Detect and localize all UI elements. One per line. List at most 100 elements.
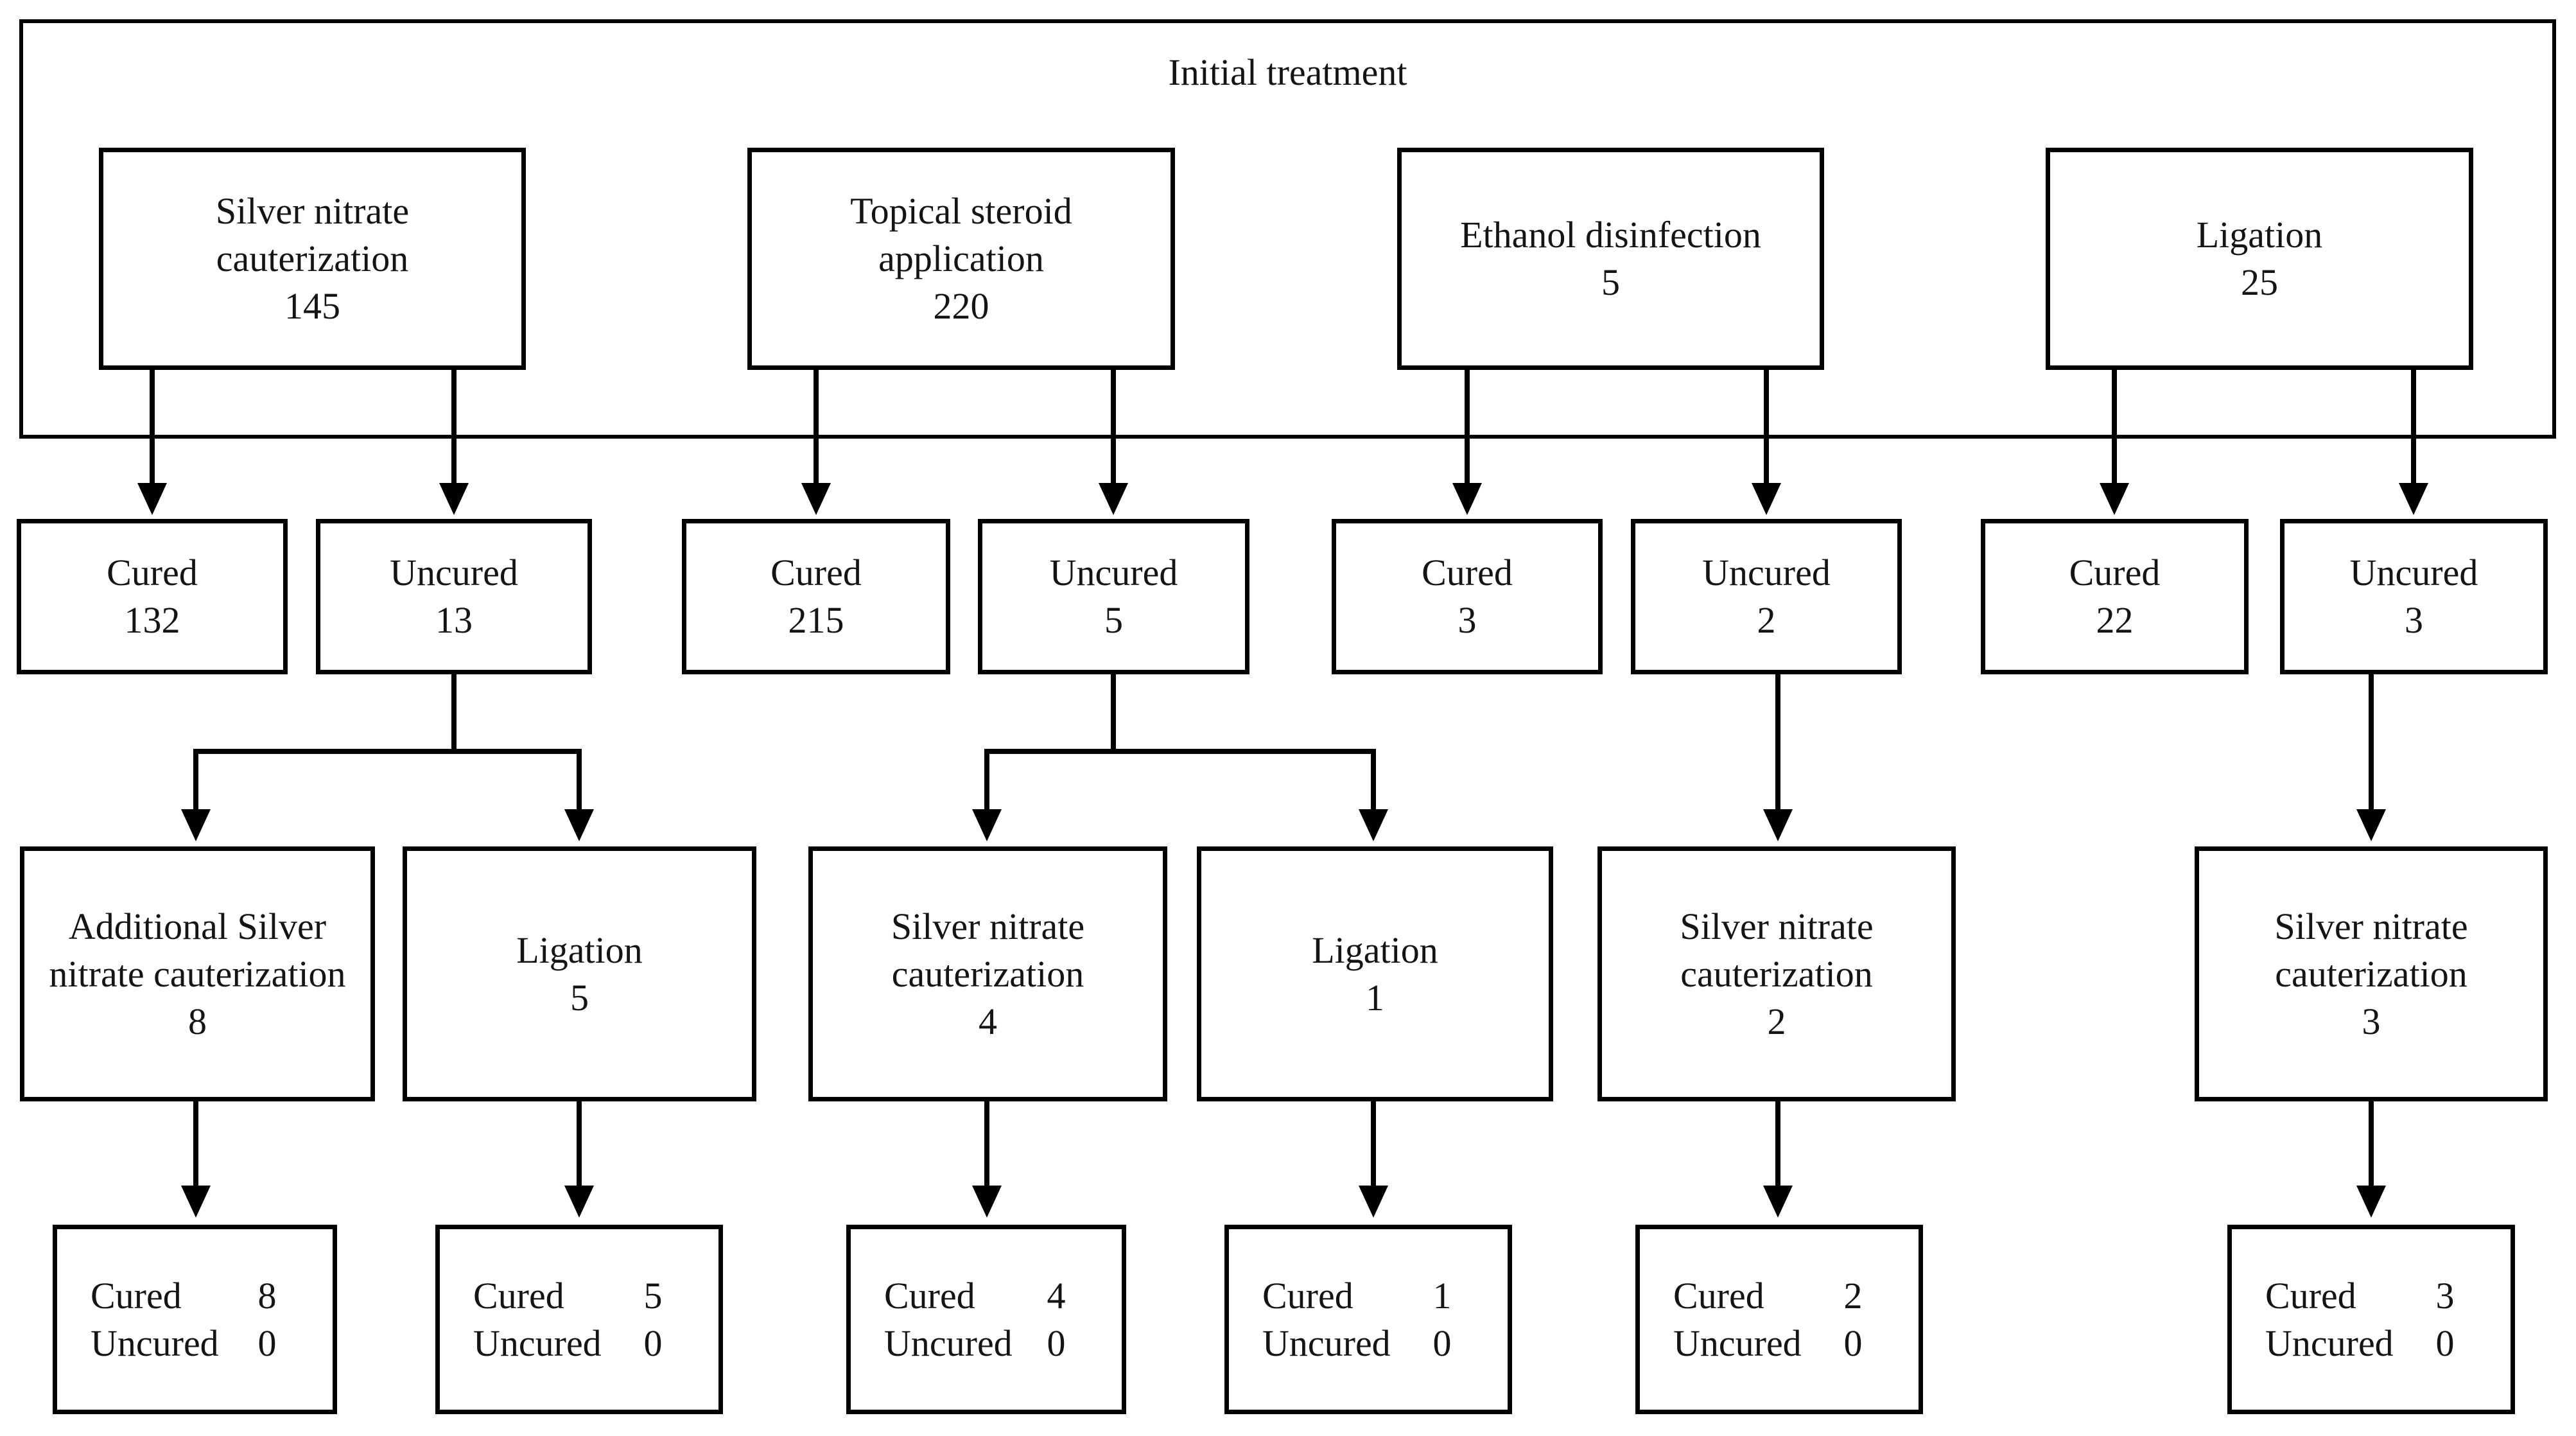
treatment-count: 145 xyxy=(284,285,340,327)
outcome-label: Uncured xyxy=(1702,552,1831,593)
treatment-box-silver-nitrate: Silver nitrate cauterization 145 xyxy=(99,148,526,370)
arrow-down-icon xyxy=(1359,809,1388,841)
arrow-down-icon xyxy=(1359,1186,1388,1218)
final-outcome-box: Cured 1 Uncured 0 xyxy=(1224,1225,1512,1414)
uncured-row: Uncured 0 xyxy=(473,1320,679,1367)
page-title: Initial treatment xyxy=(1168,51,1407,93)
outcome-box-cured: Cured 215 xyxy=(682,519,950,674)
cured-count: 1 xyxy=(1432,1274,1452,1317)
outcome-count: 3 xyxy=(2405,599,2423,641)
arrow-down-icon xyxy=(1752,483,1781,515)
connector-line xyxy=(814,370,819,486)
treatment-count: 25 xyxy=(2241,261,2278,303)
uncured-count: 0 xyxy=(1843,1322,1863,1364)
treatment-label: Silver nitrate cauterization xyxy=(2274,905,2468,995)
treatment-box-topical-steroid: Topical steroid application 220 xyxy=(747,148,1175,370)
outcome-box-uncured: Uncured 3 xyxy=(2280,519,2548,674)
final-outcome-box: Cured 5 Uncured 0 xyxy=(435,1225,723,1414)
final-outcome-box: Cured 4 Uncured 0 xyxy=(846,1225,1126,1414)
connector-line xyxy=(193,1101,198,1188)
arrow-down-icon xyxy=(181,809,211,841)
outcome-box-cured: Cured 22 xyxy=(1981,519,2249,674)
uncured-label: Uncured xyxy=(473,1322,602,1364)
treatment-label: Silver nitrate cauterization xyxy=(1680,905,1874,995)
treatment-box-additional-silver-nitrate: Additional Silver nitrate cauterization … xyxy=(20,846,375,1101)
uncured-count: 0 xyxy=(257,1322,277,1364)
connector-line xyxy=(150,370,155,486)
treatment-count: 8 xyxy=(188,1000,207,1042)
connector-line xyxy=(984,749,989,812)
uncured-row: Uncured 0 xyxy=(1673,1320,1879,1367)
arrow-down-icon xyxy=(1763,1186,1793,1218)
cured-count: 3 xyxy=(2435,1274,2455,1317)
treatment-box-silver-nitrate: Silver nitrate cauterization 2 xyxy=(1597,846,1956,1101)
uncured-row: Uncured 0 xyxy=(91,1320,293,1367)
cured-row: Cured 5 xyxy=(473,1272,679,1320)
connector-line xyxy=(193,749,198,812)
outcome-box-uncured: Uncured 2 xyxy=(1631,519,1902,674)
outcome-count: 3 xyxy=(1458,599,1477,641)
connector-line xyxy=(984,749,1376,754)
uncured-count: 0 xyxy=(643,1322,663,1364)
arrow-down-icon xyxy=(1099,483,1128,515)
treatment-count: 5 xyxy=(1601,261,1620,303)
arrow-down-icon xyxy=(564,1186,594,1218)
uncured-label: Uncured xyxy=(1262,1322,1391,1364)
arrow-down-icon xyxy=(972,809,1002,841)
outcome-label: Cured xyxy=(770,552,862,593)
treatment-count: 5 xyxy=(570,976,589,1019)
cured-label: Cured xyxy=(473,1274,564,1317)
uncured-count: 0 xyxy=(1432,1322,1452,1364)
connector-line xyxy=(1775,1101,1780,1188)
outcome-box-uncured: Uncured 5 xyxy=(978,519,1249,674)
final-outcome-box: Cured 8 Uncured 0 xyxy=(53,1225,337,1414)
outcome-count: 13 xyxy=(435,599,473,641)
treatment-count: 3 xyxy=(2362,1000,2381,1042)
arrow-down-icon xyxy=(801,483,831,515)
cured-row: Cured 1 xyxy=(1262,1272,1468,1320)
cured-label: Cured xyxy=(91,1274,182,1317)
connector-line xyxy=(1371,1101,1376,1188)
treatment-label: Silver nitrate cauterization xyxy=(215,190,410,279)
arrow-down-icon xyxy=(2356,809,2386,841)
cured-count: 4 xyxy=(1047,1274,1066,1317)
treatment-label: Ligation xyxy=(2196,214,2323,256)
connector-line xyxy=(2112,370,2117,486)
arrow-down-icon xyxy=(564,809,594,841)
outcome-count: 132 xyxy=(124,599,180,641)
connector-line xyxy=(577,1101,582,1188)
outcome-label: Cured xyxy=(2069,552,2161,593)
treatment-label: Additional Silver nitrate cauterization xyxy=(49,905,346,995)
treatment-label: Ethanol disinfection xyxy=(1460,214,1761,256)
outcome-box-cured: Cured 132 xyxy=(17,519,288,674)
treatment-count: 4 xyxy=(979,1000,997,1042)
uncured-row: Uncured 0 xyxy=(2265,1320,2471,1367)
uncured-label: Uncured xyxy=(1673,1322,1802,1364)
arrow-down-icon xyxy=(137,483,167,515)
treatment-count: 1 xyxy=(1366,976,1384,1019)
connector-line xyxy=(1775,674,1780,812)
arrow-down-icon xyxy=(2100,483,2129,515)
uncured-label: Uncured xyxy=(884,1322,1013,1364)
outcome-count: 215 xyxy=(788,599,844,641)
cured-row: Cured 2 xyxy=(1673,1272,1879,1320)
outcome-label: Uncured xyxy=(390,552,518,593)
cured-row: Cured 3 xyxy=(2265,1272,2471,1320)
outcome-count: 2 xyxy=(1757,599,1776,641)
treatment-box-silver-nitrate: Silver nitrate cauterization 4 xyxy=(808,846,1167,1101)
uncured-label: Uncured xyxy=(91,1322,219,1364)
connector-line xyxy=(1111,370,1116,486)
arrow-down-icon xyxy=(972,1186,1002,1218)
arrow-down-icon xyxy=(439,483,469,515)
cured-count: 8 xyxy=(257,1274,277,1317)
treatment-label: Silver nitrate cauterization xyxy=(891,905,1085,995)
arrow-down-icon xyxy=(1452,483,1482,515)
connector-line xyxy=(2369,1101,2374,1188)
connector-line xyxy=(451,674,457,754)
treatment-label: Topical steroid application xyxy=(850,190,1072,279)
treatment-box-ligation: Ligation 25 xyxy=(2046,148,2473,370)
outcome-box-cured: Cured 3 xyxy=(1332,519,1603,674)
treatment-label: Ligation xyxy=(1312,929,1438,971)
treatment-box-silver-nitrate: Silver nitrate cauterization 3 xyxy=(2195,846,2548,1101)
